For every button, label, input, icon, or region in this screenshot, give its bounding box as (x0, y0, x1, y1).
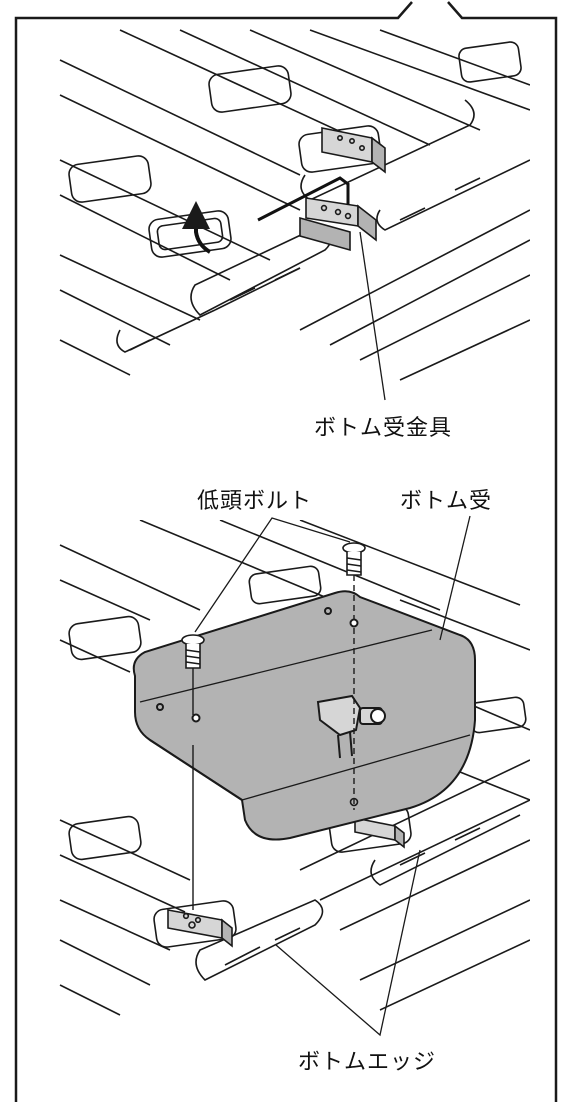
edge-label-leader (275, 849, 421, 1037)
callout-frame (14, 1, 558, 1102)
lift-arrow (182, 201, 212, 254)
bottom-panel-slats (59, 520, 530, 1016)
bottom-edge-label: ボトムエッジ (298, 1050, 437, 1075)
low-head-bolt-label: 低頭ボルト (197, 489, 313, 514)
bottom-bracket-installed (321, 127, 386, 174)
top-panel-slats (59, 29, 530, 381)
bracket-leader-line (359, 231, 386, 401)
bottom-receiver-part (132, 590, 476, 841)
bottom-receiver-label: ボトム受 (400, 489, 493, 514)
receiver-label-leader (439, 515, 471, 641)
low-head-bolt-left (181, 634, 205, 669)
bolt-hole-marker (349, 797, 359, 807)
removal-arrow (257, 176, 350, 222)
bolt-label-leader (194, 517, 351, 633)
low-head-bolt-right (342, 542, 366, 576)
bracket-lower-left (167, 909, 233, 948)
bottom-bracket-removed (299, 197, 377, 252)
bracket-lower-right (354, 817, 405, 849)
bottom-bracket-caption: ボトム受金具 (314, 416, 453, 441)
